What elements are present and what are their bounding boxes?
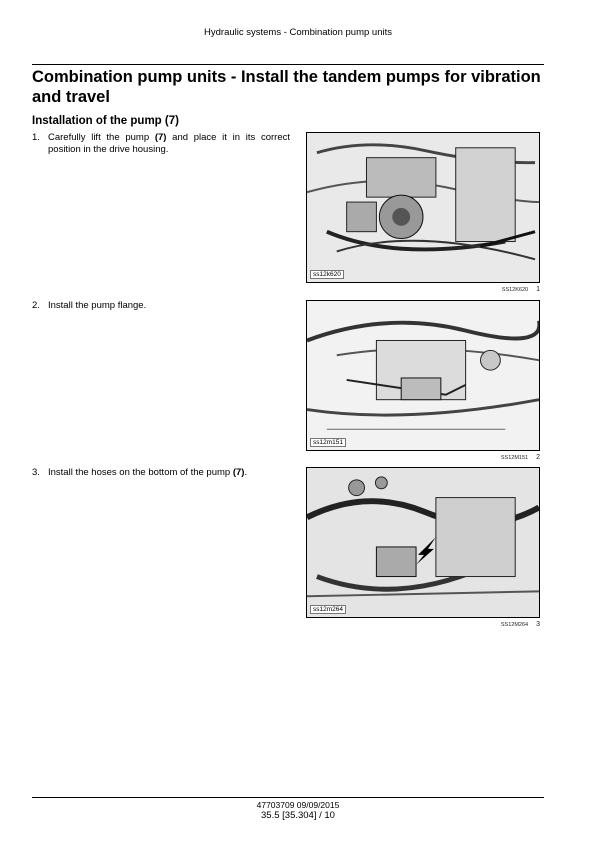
- part-reference: (7): [232, 467, 245, 478]
- step-3: 3. Install the hoses on the bottom of th…: [32, 467, 290, 479]
- step-number: 3.: [32, 467, 40, 478]
- figure-code: SS12M264: [500, 622, 529, 628]
- step-number: 2.: [32, 300, 40, 311]
- figure-image-label: ss12m151: [310, 438, 346, 447]
- figure-2-flange-photo: ss12m151: [306, 300, 540, 451]
- figure-number: 3: [536, 621, 540, 628]
- pump-drive-housing-illustration: [307, 133, 539, 282]
- page-title: Combination pump units - Install the tan…: [32, 68, 541, 106]
- running-header: Hydraulic systems - Combination pump uni…: [204, 27, 392, 38]
- figure-image-label: ss12k620: [310, 270, 344, 279]
- figure-2-caption: SS12M151 2: [306, 454, 540, 461]
- figure-1-pump-photo: ss12k620: [306, 132, 540, 283]
- figure-code: SS12K620: [501, 287, 529, 293]
- step-number: 1.: [32, 132, 40, 143]
- pump-flange-illustration: [307, 301, 539, 450]
- step-text: Install the hoses on the bottom of the p…: [48, 467, 248, 478]
- step-1: 1. Carefully lift the pump (7) and place…: [32, 132, 290, 156]
- step-2: 2. Install the pump flange.: [32, 300, 290, 312]
- step-text: Carefully lift the pump (7) and place it…: [48, 132, 290, 155]
- figure-number: 2: [536, 454, 540, 461]
- footer-page-ref: 35.5 [35.304] / 10: [261, 810, 335, 821]
- section-heading: Installation of the pump (7): [32, 115, 179, 127]
- footer-rule: [32, 797, 544, 798]
- header-rule: [32, 64, 544, 65]
- figure-number: 1: [536, 286, 540, 293]
- figure-1-caption: SS12K620 1: [306, 286, 540, 293]
- figure-3-hoses-photo: ss12m264: [306, 467, 540, 618]
- step-text: Install the pump flange.: [48, 300, 147, 311]
- figure-3-caption: SS12M264 3: [306, 621, 540, 628]
- footer-doc-number: 47703709 09/09/2015: [256, 800, 340, 810]
- figure-image-label: ss12m264: [310, 605, 346, 614]
- figure-code: SS12M151: [500, 455, 529, 461]
- part-reference: (7): [154, 132, 167, 143]
- pump-hoses-illustration: [307, 468, 539, 617]
